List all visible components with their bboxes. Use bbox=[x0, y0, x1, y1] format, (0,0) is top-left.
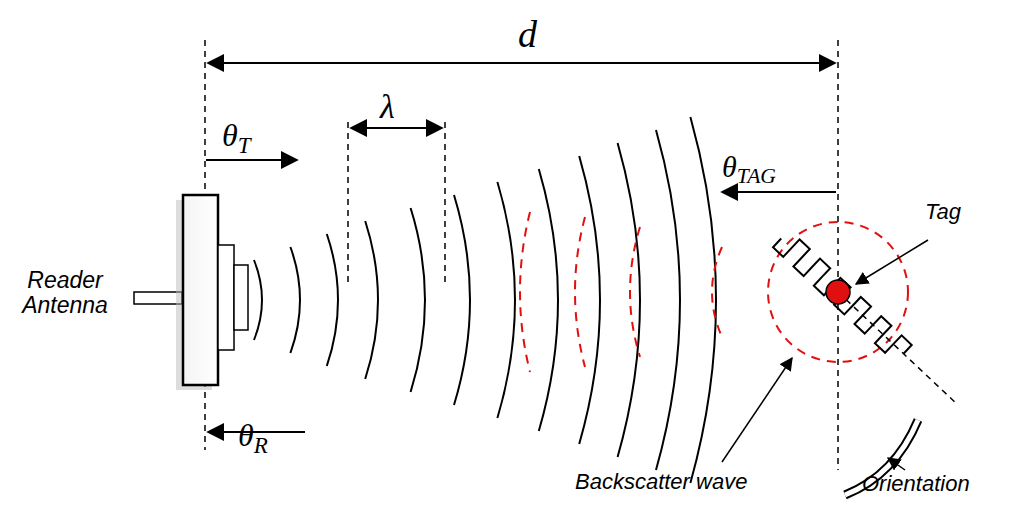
antenna-label: Reader Antenna bbox=[4, 268, 126, 319]
wave-front bbox=[365, 221, 378, 379]
wave-front bbox=[656, 130, 680, 470]
distance-arrow bbox=[208, 62, 835, 64]
backscatter-callout-arrow bbox=[722, 358, 792, 462]
wave-front bbox=[454, 195, 470, 405]
wave-front bbox=[539, 169, 558, 431]
wavelength-line bbox=[444, 122, 446, 285]
wave-front bbox=[327, 234, 338, 366]
wavelength-line bbox=[347, 122, 349, 285]
backscatter-circle bbox=[768, 222, 908, 362]
transmit-phase-label: θT bbox=[222, 118, 251, 158]
wave-front bbox=[618, 143, 640, 457]
backscatter-front bbox=[712, 247, 722, 337]
backscatter-waves bbox=[520, 212, 722, 372]
wave-front bbox=[254, 260, 262, 340]
reader-antenna bbox=[134, 195, 248, 390]
tag-label: Tag bbox=[925, 200, 961, 224]
transmit-phase-arrow bbox=[206, 159, 297, 161]
tag-chip bbox=[826, 280, 850, 304]
receive-phase-label: θR bbox=[238, 418, 268, 458]
wave-front bbox=[497, 182, 515, 418]
tag-callout-arrow bbox=[856, 240, 928, 284]
orientation-callout-arrow bbox=[888, 458, 905, 470]
orientation-label: Orientation bbox=[862, 472, 970, 496]
wavelength-label: λ bbox=[380, 88, 395, 125]
tag-axis bbox=[838, 292, 958, 405]
wave-front bbox=[411, 208, 425, 392]
tag-phase-arrow bbox=[722, 191, 836, 193]
tag-antenna bbox=[773, 239, 912, 354]
transmitted-waves bbox=[254, 117, 716, 483]
distance-label: d bbox=[518, 14, 537, 56]
wave-front bbox=[579, 156, 600, 444]
backscatter-front bbox=[520, 212, 530, 372]
backscatter-front bbox=[630, 227, 640, 357]
backscatter-front bbox=[575, 217, 585, 367]
wave-front bbox=[290, 247, 300, 353]
wavelength-arrow bbox=[351, 127, 442, 129]
tag-phase-label: θTAG bbox=[722, 150, 776, 189]
tag-reference-line bbox=[837, 40, 839, 470]
backscatter-label: Backscatter wave bbox=[575, 470, 747, 494]
